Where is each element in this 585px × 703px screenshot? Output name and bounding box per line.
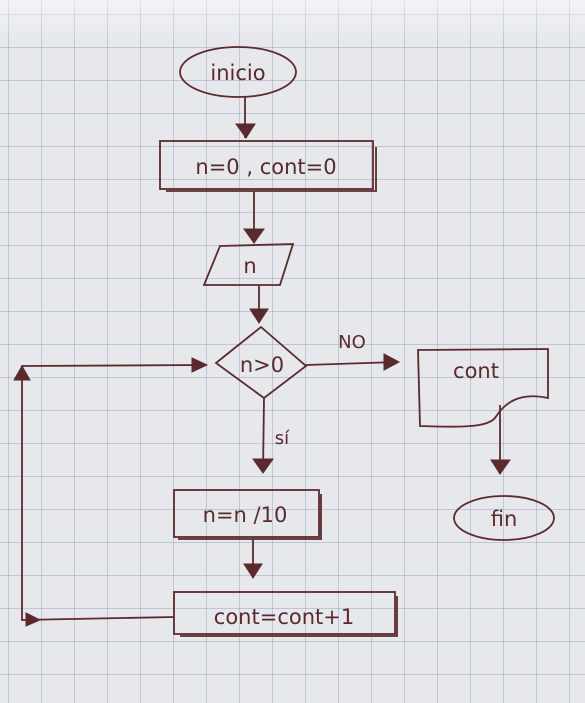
arrowhead-3	[249, 308, 269, 324]
paper-edge	[0, 0, 585, 40]
arrowhead-no	[383, 353, 401, 371]
arrow-no-branch	[305, 361, 399, 366]
start-terminal	[179, 46, 297, 98]
arrowhead-2	[243, 228, 265, 244]
divide-label: n=n /10	[203, 503, 288, 527]
arrowhead-5	[243, 563, 263, 579]
decision-label: n>0	[240, 353, 284, 377]
start-label: inicio	[210, 61, 265, 85]
output-document	[417, 348, 549, 428]
output-label: cont	[453, 359, 499, 383]
init-label: n=0 , cont=0	[195, 155, 336, 179]
arrowhead-yes	[252, 458, 274, 474]
loop-back-line	[21, 364, 206, 621]
increment-process	[173, 591, 396, 635]
init-process	[159, 140, 374, 190]
loop-arrowhead-right	[191, 357, 209, 373]
increment-label: cont=cont+1	[214, 605, 354, 629]
divide-process-shadow	[178, 494, 322, 540]
yes-label: sí	[275, 428, 290, 449]
divide-process	[173, 489, 320, 538]
loop-arrowhead-up	[13, 364, 31, 381]
input-label: n	[243, 254, 256, 278]
input-parallelogram	[202, 243, 295, 286]
end-label: fin	[491, 507, 518, 531]
loop-arrowhead-left	[25, 612, 42, 627]
end-terminal	[453, 495, 555, 541]
arrowhead-1	[235, 123, 256, 139]
arrowhead-4	[490, 459, 511, 475]
increment-process-shadow	[180, 596, 398, 637]
no-label: NO	[338, 332, 366, 353]
init-process-shadow	[166, 147, 377, 192]
